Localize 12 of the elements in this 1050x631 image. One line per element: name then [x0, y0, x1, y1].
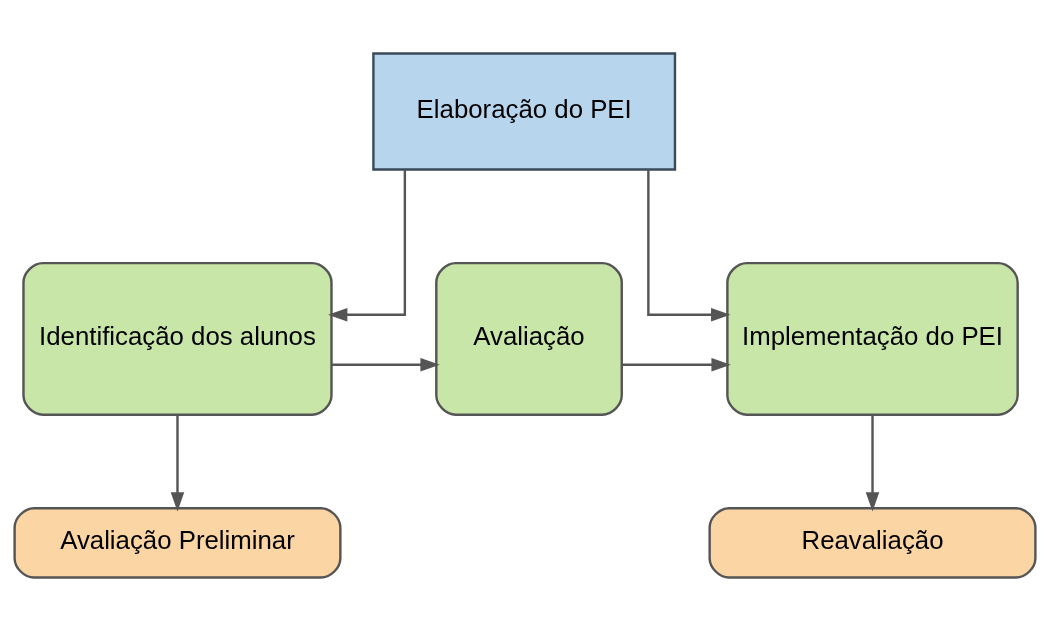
arrow — [328, 169, 407, 322]
node-box: Avaliação Preliminar — [13, 507, 342, 579]
node-box: Elaboração do PEI — [372, 52, 677, 171]
arrow — [865, 414, 880, 512]
node-box: Implementação do PEI — [726, 261, 1019, 416]
arrow — [170, 414, 185, 512]
node-box: Avaliação — [435, 261, 623, 416]
arrow — [647, 169, 731, 322]
node-box: Reavaliação — [708, 507, 1037, 579]
node-box: Identificação dos alunos — [22, 261, 333, 416]
arrow — [331, 357, 440, 372]
arrow — [622, 357, 731, 372]
